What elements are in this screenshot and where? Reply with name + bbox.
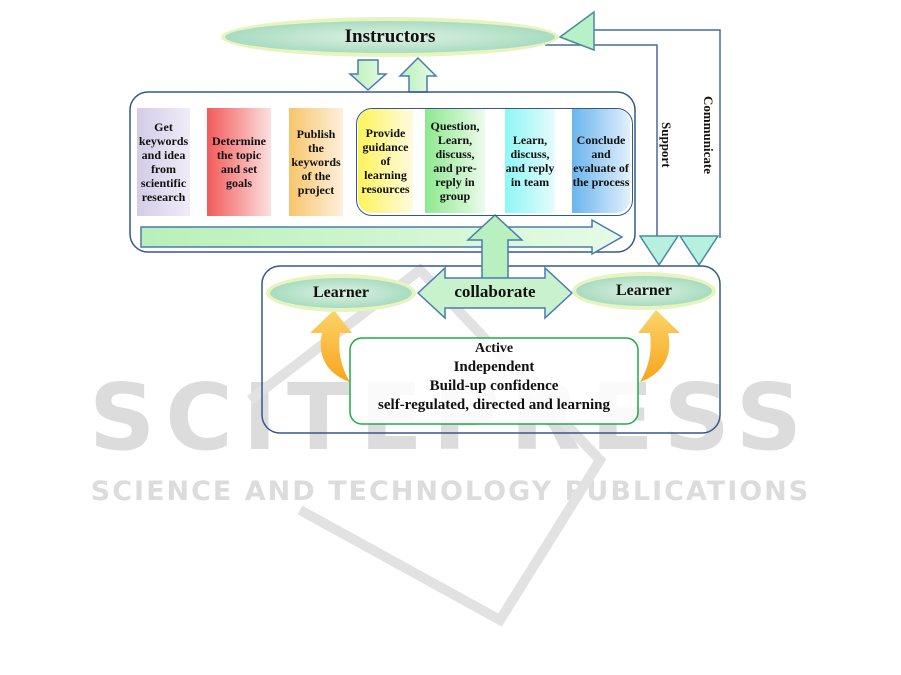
trait: Independent — [453, 359, 535, 375]
arrow-up — [398, 56, 438, 93]
trait: Build-up confidence — [429, 378, 559, 394]
traits-list: Active Independent Build-up confidence s… — [350, 339, 638, 415]
step-label: Provide guidance of learning resources — [361, 126, 410, 196]
learner-right-label: Learner — [616, 282, 672, 299]
process-box — [129, 91, 636, 253]
curved-arrow-left — [310, 310, 352, 382]
step-card: Conclude and evaluate of the process — [572, 109, 630, 213]
curved-arrow-right — [638, 310, 680, 382]
triangle-down-communicate — [678, 235, 720, 267]
step-card: Get keywords and idea from scientific re… — [137, 108, 190, 216]
step-card: Learn, discuss, and reply in team — [505, 109, 555, 213]
collaborate-label: collaborate — [454, 282, 536, 301]
step-card: Question, Learn, discuss, and pre-reply … — [425, 109, 485, 213]
watermark-subtitle: SCIENCE AND TECHNOLOGY PUBLICATIONS — [90, 476, 811, 507]
step-label: Determine the topic and set goals — [212, 134, 266, 190]
step-label: Publish the keywords of the project — [291, 127, 341, 197]
watermark-swoosh — [246, 263, 607, 627]
instructors-ellipse: Instructors — [225, 21, 555, 53]
step-card: Provide guidance of learning resources — [358, 109, 413, 213]
communicate-label: Communicate — [701, 96, 716, 174]
collaborate-double-arrow — [416, 266, 574, 320]
trait: self-regulated, directed and learning — [378, 397, 610, 413]
support-label: Support — [659, 122, 674, 168]
learner-left-ellipse: Learner — [270, 278, 412, 308]
communicate-line — [592, 29, 721, 238]
step-label: Question, Learn, discuss, and pre-reply … — [430, 119, 480, 203]
guided-phase-box — [356, 108, 633, 216]
triangle-down-support — [638, 235, 680, 267]
learner-right-ellipse: Learner — [576, 276, 712, 306]
step-card: Publish the keywords of the project — [289, 108, 343, 216]
step-label: Get keywords and idea from scientific re… — [138, 120, 189, 204]
trait: Active — [474, 341, 514, 356]
learner-left-label: Learner — [313, 284, 369, 301]
arrow-down — [348, 59, 388, 92]
step-label: Conclude and evaluate of the process — [572, 133, 630, 189]
process-flow-arrow — [140, 218, 624, 256]
traits-box — [349, 337, 639, 425]
collaboration-up-arrow — [466, 213, 524, 281]
step-card: Determine the topic and set goals — [207, 108, 271, 216]
instructors-label: Instructors — [344, 26, 436, 47]
step-label: Learn, discuss, and reply in team — [505, 133, 555, 189]
triangle-to-instructors — [558, 10, 595, 52]
